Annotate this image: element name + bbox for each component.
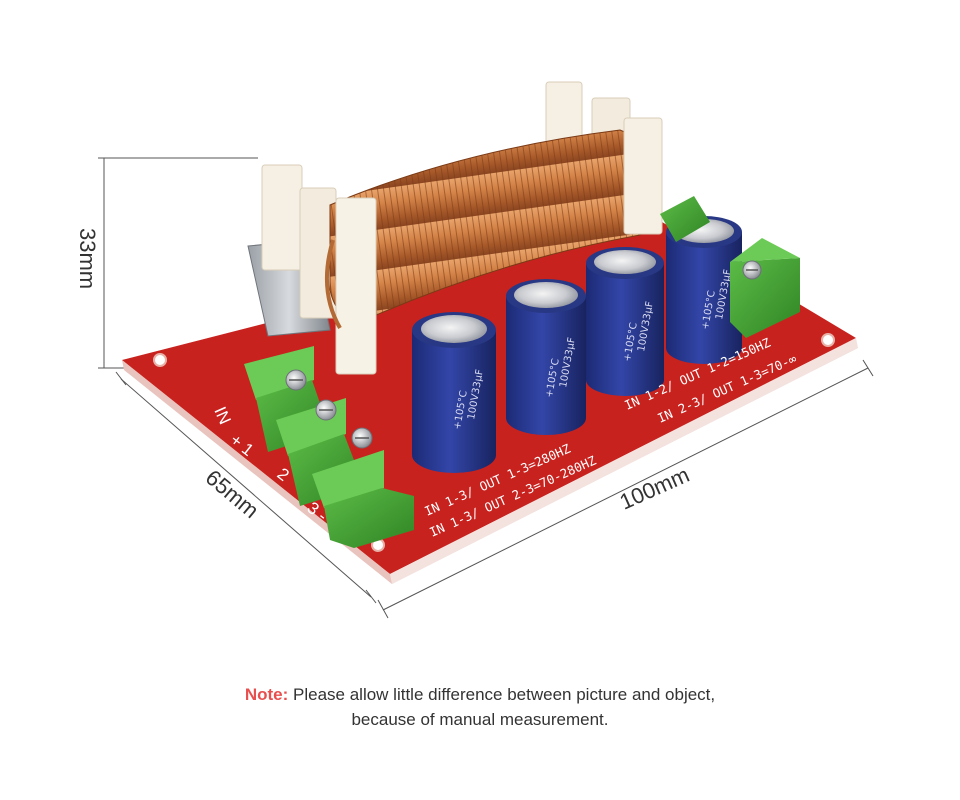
capacitor-3	[586, 247, 664, 396]
note-line-1: Note: Please allow little difference bet…	[0, 682, 960, 707]
length-dimension-label: 100mm	[616, 462, 693, 515]
capacitor-1	[412, 312, 496, 473]
dimension-lines	[98, 157, 874, 619]
note-line-1-text: Please allow little difference between p…	[288, 685, 716, 704]
note-line-2: because of manual measurement.	[351, 710, 609, 729]
measurement-note: Note: Please allow little difference bet…	[0, 682, 960, 732]
note-label: Note:	[244, 685, 289, 704]
pcb-input-label: IN	[210, 404, 234, 427]
height-dimension-label: 33mm	[75, 228, 100, 289]
input-terminal-block	[244, 346, 414, 548]
output-terminal-block	[660, 196, 800, 338]
crossover-board-photo: 100V33μF +105°C 100V33μF +105°C 100V33μF…	[75, 81, 874, 619]
inductor-coil	[247, 81, 663, 375]
capacitor-2	[506, 279, 586, 435]
